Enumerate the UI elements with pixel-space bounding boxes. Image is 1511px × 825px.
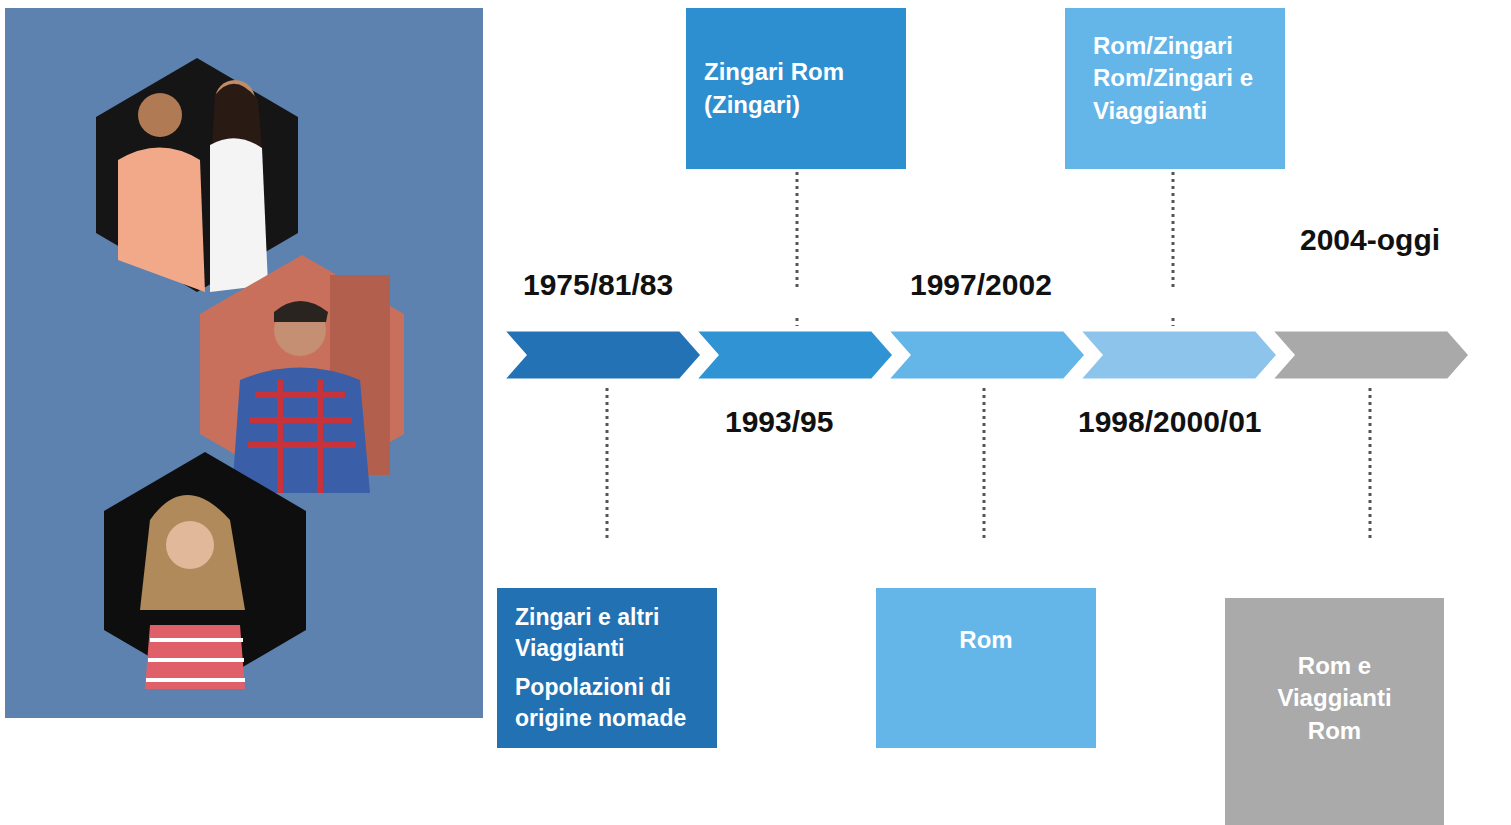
box-text: Zingari Rom (Zingari) — [704, 56, 888, 121]
box-text: Zingari e altri Viaggianti — [515, 602, 705, 664]
timeline-chevrons — [503, 330, 1470, 380]
box-text: Rom/Zingari Rom/Zingari e Viaggianti — [1093, 30, 1267, 127]
timeline-box: Zingari e altri ViaggiantiPopolazioni di… — [497, 588, 717, 748]
leader-lines — [607, 172, 1370, 542]
photo-hexagon — [104, 452, 306, 689]
timeline-box: Rom/Zingari Rom/Zingari e Viaggianti — [1065, 8, 1285, 169]
year-label: 1997/2002 — [910, 267, 1052, 303]
year-label: 1993/95 — [725, 404, 833, 440]
box-subtext: Popolazioni di origine nomade — [515, 672, 705, 734]
year-label: 1998/2000/01 — [1078, 404, 1262, 440]
timeline-box: Zingari Rom (Zingari) — [686, 8, 906, 169]
year-label: 1975/81/83 — [523, 267, 673, 303]
timeline-box: Rom — [876, 588, 1096, 748]
box-text: Rom — [892, 624, 1080, 656]
photo-hexagon — [96, 58, 298, 292]
timeline-box: Rom e Viaggianti Rom — [1225, 598, 1444, 825]
box-text: Rom e Viaggianti Rom — [1261, 650, 1408, 747]
photo-panel — [5, 8, 483, 718]
year-label: 2004-oggi — [1300, 222, 1440, 258]
photo-hexagon — [200, 255, 404, 493]
